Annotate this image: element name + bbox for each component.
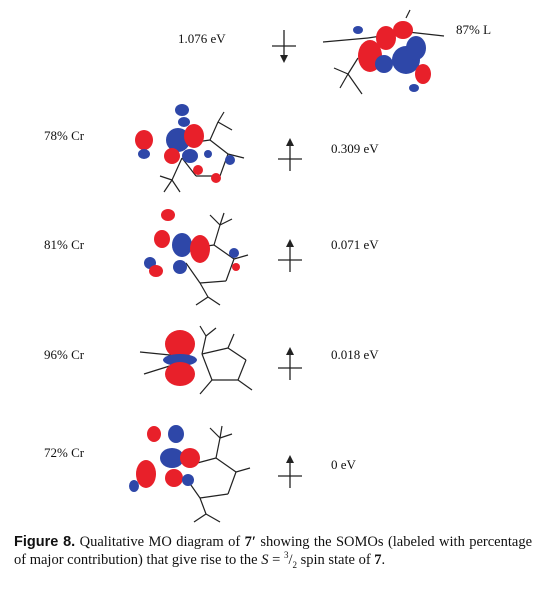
spin-up-arrow-2 (278, 138, 302, 171)
contribution-label-2: 78% Cr (44, 128, 85, 143)
spin-up-arrow-4 (278, 347, 302, 380)
orbital-somo-1 (322, 9, 445, 95)
orbital-somo-3 (144, 209, 249, 306)
orbital-lobes-5 (129, 425, 200, 492)
spin-symbol: S (261, 552, 269, 568)
spin-up-arrow-5 (278, 455, 302, 488)
caption-head: Figure 8. (14, 534, 76, 550)
contribution-label-3: 81% Cr (44, 237, 85, 252)
contribution-label-1: 87% L (456, 22, 492, 37)
energy-label-1: 1.076 eV (178, 31, 226, 46)
orbital-somo-5 (129, 425, 251, 523)
spin-up-arrow-3 (278, 239, 302, 272)
figure-caption: Figure 8. Qualitative MO diagram of 7′ s… (14, 534, 533, 570)
orbital-lobes-1 (353, 21, 431, 92)
energy-label-5: 0 eV (331, 457, 356, 472)
energy-label-3: 0.071 eV (331, 237, 379, 252)
energy-label-2: 0.309 eV (331, 141, 379, 156)
compound-label: 7′ (244, 534, 256, 550)
contribution-label-5: 72% Cr (44, 445, 85, 460)
energy-label-4: 0.018 eV (331, 347, 379, 362)
orbital-somo-2 (135, 104, 245, 193)
spin-down-arrow-1 (272, 30, 296, 63)
orbital-somo-4 (139, 325, 253, 395)
orbital-lobes-2 (135, 104, 235, 183)
contribution-label-4: 96% Cr (44, 347, 85, 362)
orbital-lobes-3 (144, 209, 240, 277)
compound-label-7: 7 (374, 552, 382, 568)
orbital-lobes-4 (163, 330, 197, 386)
